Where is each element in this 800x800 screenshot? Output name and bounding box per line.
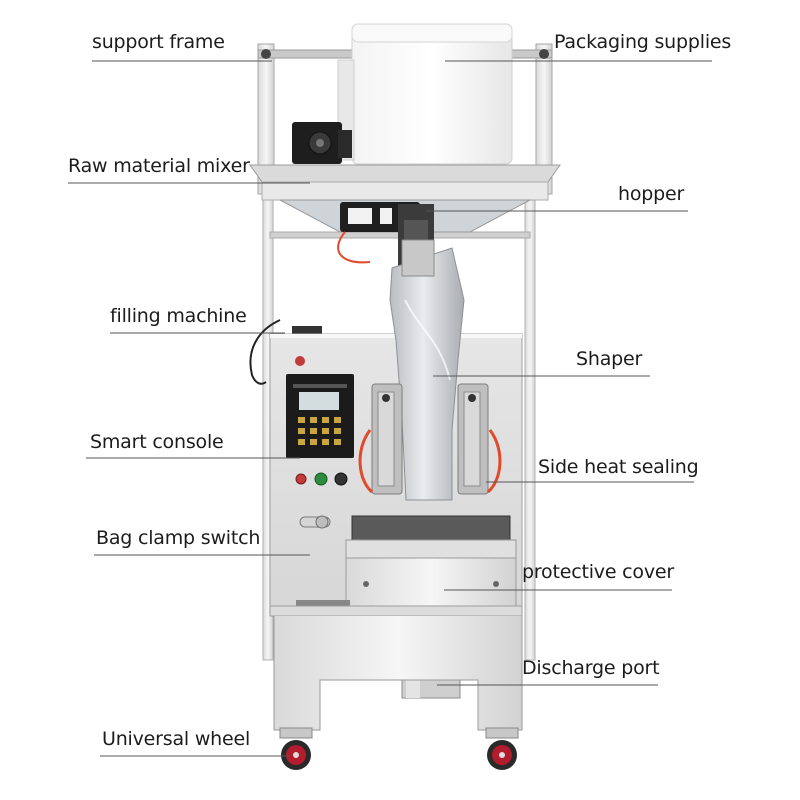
side-heat-sealers [358,383,502,495]
label-bag-clamp-switch: Bag clamp switch [96,527,261,549]
label-filling-machine: filling machine [110,305,247,327]
bag-clamp-handle [299,515,331,529]
universal-wheels [279,727,519,770]
protective-cover [345,515,517,611]
label-raw-material-mixer: Raw material mixer [68,155,250,177]
label-discharge-port: Discharge port [522,657,660,679]
label-universal-wheel: Universal wheel [102,728,251,750]
shaper-bag [389,239,465,501]
label-shaper: Shaper [576,348,643,370]
film-roll [337,23,513,165]
label-packaging-supplies: Packaging supplies [554,31,732,53]
mixer-motor [292,122,352,164]
label-hopper: hopper [618,183,685,205]
machine-base [269,605,523,731]
label-protective-cover: protective cover [522,561,674,583]
label-smart-console: Smart console [90,431,224,453]
label-support-frame: support frame [92,31,225,53]
leader-lines [68,60,712,757]
label-side-heat-sealing: Side heat sealing [538,456,699,478]
smart-console [286,356,354,486]
